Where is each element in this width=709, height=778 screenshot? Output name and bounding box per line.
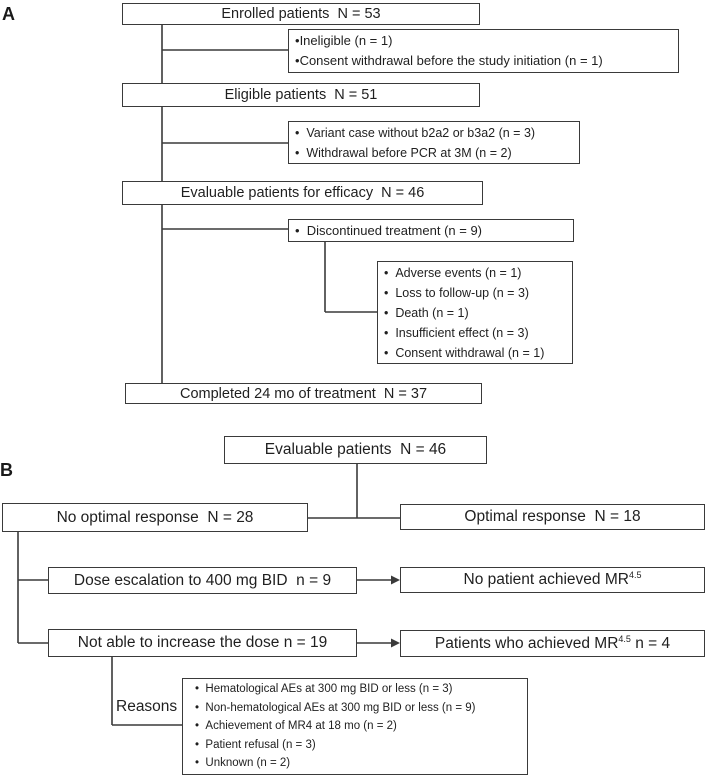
box-reasons: Hematological AEs at 300 mg BID or less …: [182, 678, 528, 775]
list-item: Consent withdrawal before the study init…: [295, 51, 603, 71]
list-item: Unknown (n = 2): [195, 754, 475, 773]
box-no-patient-mr: No patient achieved MR4.5: [400, 567, 705, 593]
panel-b-label: B: [0, 460, 13, 480]
list-item: Adverse events (n = 1): [384, 263, 544, 283]
box-evaluable-efficacy: Evaluable patients for efficacy N = 46: [122, 181, 483, 205]
list-item: Ineligible (n = 1): [295, 31, 603, 51]
box-no-optimal-response-text: No optimal response N = 28: [56, 508, 254, 526]
box-no-optimal-response: No optimal response N = 28: [2, 503, 308, 532]
box-optimal-response: Optimal response N = 18: [400, 504, 705, 530]
list-item: Loss to follow-up (n = 3): [384, 283, 544, 303]
list-item: Withdrawal before PCR at 3M (n = 2): [295, 143, 535, 163]
box-discontinuation-reasons: Adverse events (n = 1) Loss to follow-up…: [377, 261, 573, 364]
box-enrolled-patients-text: Enrolled patients N = 53: [221, 6, 381, 22]
box-eligible-exclusions: Variant case without b2a2 or b3a2 (n = 3…: [288, 121, 580, 164]
list-item: Non-hematological AEs at 300 mg BID or l…: [195, 699, 475, 718]
list-item: Death (n = 1): [384, 303, 544, 323]
box-eligible-patients: Eligible patients N = 51: [122, 83, 480, 107]
box-eligible-patients-text: Eligible patients N = 51: [224, 87, 378, 103]
list-item: Achievement of MR4 at 18 mo (n = 2): [195, 717, 475, 736]
box-no-patient-mr-text: No patient achieved MR4.5: [463, 569, 642, 588]
box-evaluable-efficacy-text: Evaluable patients for efficacy N = 46: [180, 185, 425, 201]
box-patients-achieved-mr-text: Patients who achieved MR4.5 n = 4: [434, 633, 671, 652]
box-enrolled-patients: Enrolled patients N = 53: [122, 3, 480, 25]
list-item: Consent withdrawal (n = 1): [384, 343, 544, 363]
list-item: Variant case without b2a2 or b3a2 (n = 3…: [295, 123, 535, 143]
list-item: Hematological AEs at 300 mg BID or less …: [195, 680, 475, 699]
box-not-able-increase-text: Not able to increase the dose n = 19: [77, 634, 328, 651]
arrowhead-icon: [391, 575, 400, 648]
box-enrolled-exclusions: Ineligible (n = 1) Consent withdrawal be…: [288, 29, 679, 73]
box-dose-escalation-text: Dose escalation to 400 mg BID n = 9: [73, 571, 332, 589]
box-dose-escalation: Dose escalation to 400 mg BID n = 9: [48, 567, 357, 594]
mr-superscript: 4.5: [618, 633, 631, 644]
box-completed-treatment-text: Completed 24 mo of treatment N = 37: [179, 385, 428, 402]
box-discontinued-treatment: Discontinued treatment (n = 9): [288, 219, 574, 242]
box-evaluable-patients: Evaluable patients N = 46: [224, 436, 487, 464]
panel-a-label: A: [2, 4, 15, 24]
box-patients-achieved-mr: Patients who achieved MR4.5 n = 4: [400, 630, 705, 657]
list-item: Discontinued treatment (n = 9): [295, 222, 482, 240]
reasons-label: Reasons: [116, 698, 178, 715]
box-optimal-response-text: Optimal response N = 18: [464, 508, 641, 525]
box-completed-treatment: Completed 24 mo of treatment N = 37: [125, 383, 482, 404]
mr-superscript: 4.5: [628, 569, 642, 580]
list-item: Patient refusal (n = 3): [195, 736, 475, 755]
box-evaluable-patients-text: Evaluable patients N = 46: [264, 441, 447, 458]
box-not-able-increase: Not able to increase the dose n = 19: [48, 629, 357, 657]
list-item: Insufficient effect (n = 3): [384, 323, 544, 343]
